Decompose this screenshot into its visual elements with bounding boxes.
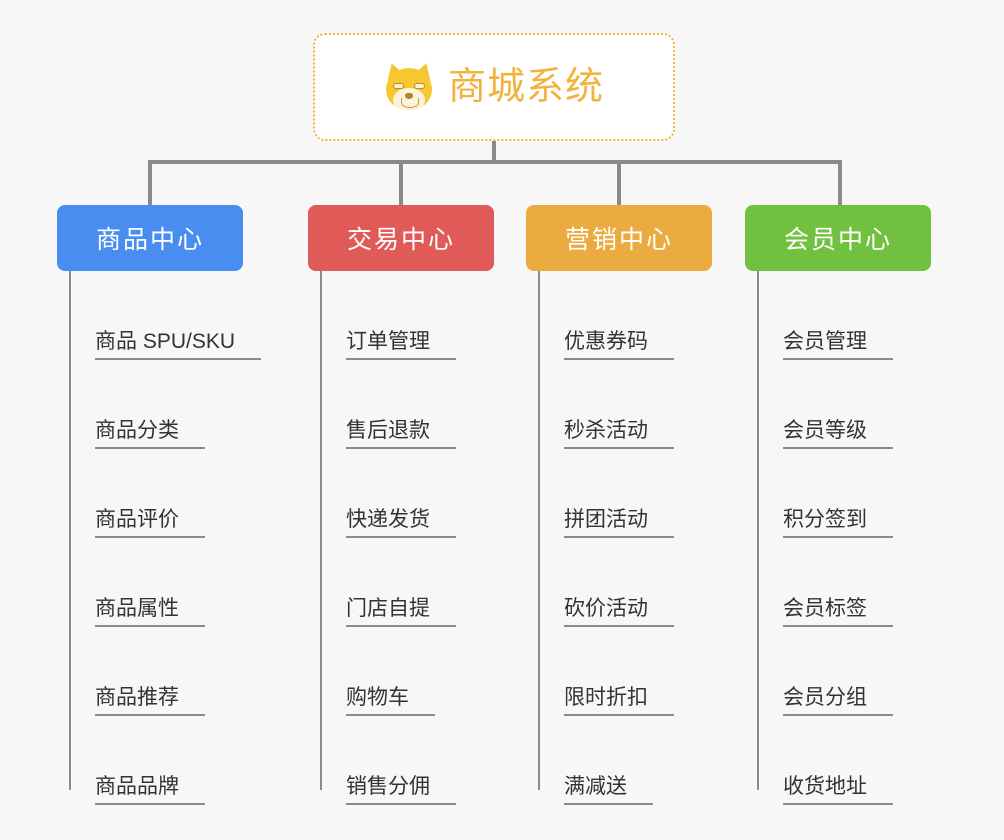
- connector-root-stem: [492, 141, 496, 163]
- connector-drop-3: [838, 160, 842, 207]
- list-item[interactable]: 砍价活动: [538, 538, 712, 627]
- leaf-label: 售后退款: [346, 420, 456, 449]
- leaf-label: 门店自提: [346, 598, 456, 627]
- leaf-label: 会员管理: [783, 331, 893, 360]
- list-item[interactable]: 限时折扣: [538, 627, 712, 716]
- list-item[interactable]: 商品属性: [69, 538, 261, 627]
- leaf-label: 快递发货: [346, 509, 456, 538]
- connector-drop-1: [399, 160, 403, 207]
- list-item[interactable]: 收货地址: [757, 716, 931, 805]
- branch-column-2: 营销中心 优惠券码 秒杀活动 拼团活动 砍价活动 限时折扣 满减送: [526, 205, 712, 805]
- list-item[interactable]: 满减送: [538, 716, 712, 805]
- category-header-1[interactable]: 交易中心: [308, 205, 494, 271]
- leaf-label: 收货地址: [783, 776, 893, 805]
- list-item[interactable]: 会员标签: [757, 538, 931, 627]
- leaf-label: 限时折扣: [564, 687, 674, 716]
- connector-horizontal-bus: [148, 160, 842, 164]
- leaf-label: 拼团活动: [564, 509, 674, 538]
- branch-column-3: 会员中心 会员管理 会员等级 积分签到 会员标签 会员分组 收货地址: [745, 205, 931, 805]
- branch-items-0: 商品 SPU/SKU 商品分类 商品评价 商品属性 商品推荐 商品品牌: [57, 271, 262, 805]
- branch-column-0: 商品中心 商品 SPU/SKU 商品分类 商品评价 商品属性 商品推荐 商品品牌: [57, 205, 262, 805]
- list-item[interactable]: 订单管理: [320, 271, 494, 360]
- list-item[interactable]: 门店自提: [320, 538, 494, 627]
- leaf-label: 销售分佣: [346, 776, 456, 805]
- leaf-label: 会员等级: [783, 420, 893, 449]
- list-item[interactable]: 会员等级: [757, 360, 931, 449]
- leaf-label: 商品品牌: [95, 776, 205, 805]
- dog-nose-icon: [404, 93, 413, 99]
- category-label-2: 营销中心: [564, 226, 673, 254]
- branch-column-1: 交易中心 订单管理 售后退款 快递发货 门店自提 购物车 销售分佣: [308, 205, 494, 805]
- branch-items-1: 订单管理 售后退款 快递发货 门店自提 购物车 销售分佣: [308, 271, 494, 805]
- list-item[interactable]: 积分签到: [757, 449, 931, 538]
- branch-items-3: 会员管理 会员等级 积分签到 会员标签 会员分组 收货地址: [745, 271, 931, 805]
- connector-drop-0: [148, 160, 152, 207]
- list-item[interactable]: 会员分组: [757, 627, 931, 716]
- list-item[interactable]: 购物车: [320, 627, 494, 716]
- category-header-3[interactable]: 会员中心: [745, 205, 931, 271]
- root-title: 商城系统: [447, 66, 604, 108]
- dog-head-icon: [385, 68, 432, 110]
- list-item[interactable]: 销售分佣: [320, 716, 494, 805]
- leaf-label: 购物车: [346, 687, 435, 716]
- leaf-label: 商品推荐: [95, 687, 205, 716]
- branch-items-2: 优惠券码 秒杀活动 拼团活动 砍价活动 限时折扣 满减送: [526, 271, 712, 805]
- category-label-3: 会员中心: [783, 226, 892, 254]
- shiba-dog-face-icon: [383, 60, 435, 112]
- list-item[interactable]: 拼团活动: [538, 449, 712, 538]
- list-item[interactable]: 快递发货: [320, 449, 494, 538]
- category-header-2[interactable]: 营销中心: [526, 205, 712, 271]
- leaf-label: 积分签到: [783, 509, 893, 538]
- list-item[interactable]: 商品分类: [69, 360, 261, 449]
- category-label-1: 交易中心: [346, 226, 455, 254]
- leaf-label: 优惠券码: [564, 331, 674, 360]
- category-header-0[interactable]: 商品中心: [57, 205, 243, 271]
- category-label-0: 商品中心: [95, 226, 204, 254]
- leaf-label: 会员分组: [783, 687, 893, 716]
- leaf-label: 商品 SPU/SKU: [95, 331, 262, 360]
- list-item[interactable]: 秒杀活动: [538, 360, 712, 449]
- leaf-label: 订单管理: [346, 331, 456, 360]
- list-item[interactable]: 商品品牌: [69, 716, 261, 805]
- leaf-label: 秒杀活动: [564, 420, 674, 449]
- list-item[interactable]: 商品评价: [69, 449, 261, 538]
- leaf-label: 会员标签: [783, 598, 893, 627]
- list-item[interactable]: 会员管理: [757, 271, 931, 360]
- list-item[interactable]: 商品推荐: [69, 627, 261, 716]
- leaf-label: 商品分类: [95, 420, 205, 449]
- leaf-label: 满减送: [564, 776, 653, 805]
- connector-drop-2: [617, 160, 621, 207]
- leaf-label: 商品属性: [95, 598, 205, 627]
- leaf-label: 砍价活动: [564, 598, 674, 627]
- dog-mouth-icon: [400, 98, 419, 108]
- dog-eye-right-icon: [413, 83, 425, 89]
- root-node[interactable]: 商城系统: [313, 33, 675, 141]
- leaf-label: 商品评价: [95, 509, 205, 538]
- list-item[interactable]: 优惠券码: [538, 271, 712, 360]
- dog-eye-left-icon: [392, 83, 404, 89]
- list-item[interactable]: 商品 SPU/SKU: [69, 271, 262, 360]
- list-item[interactable]: 售后退款: [320, 360, 494, 449]
